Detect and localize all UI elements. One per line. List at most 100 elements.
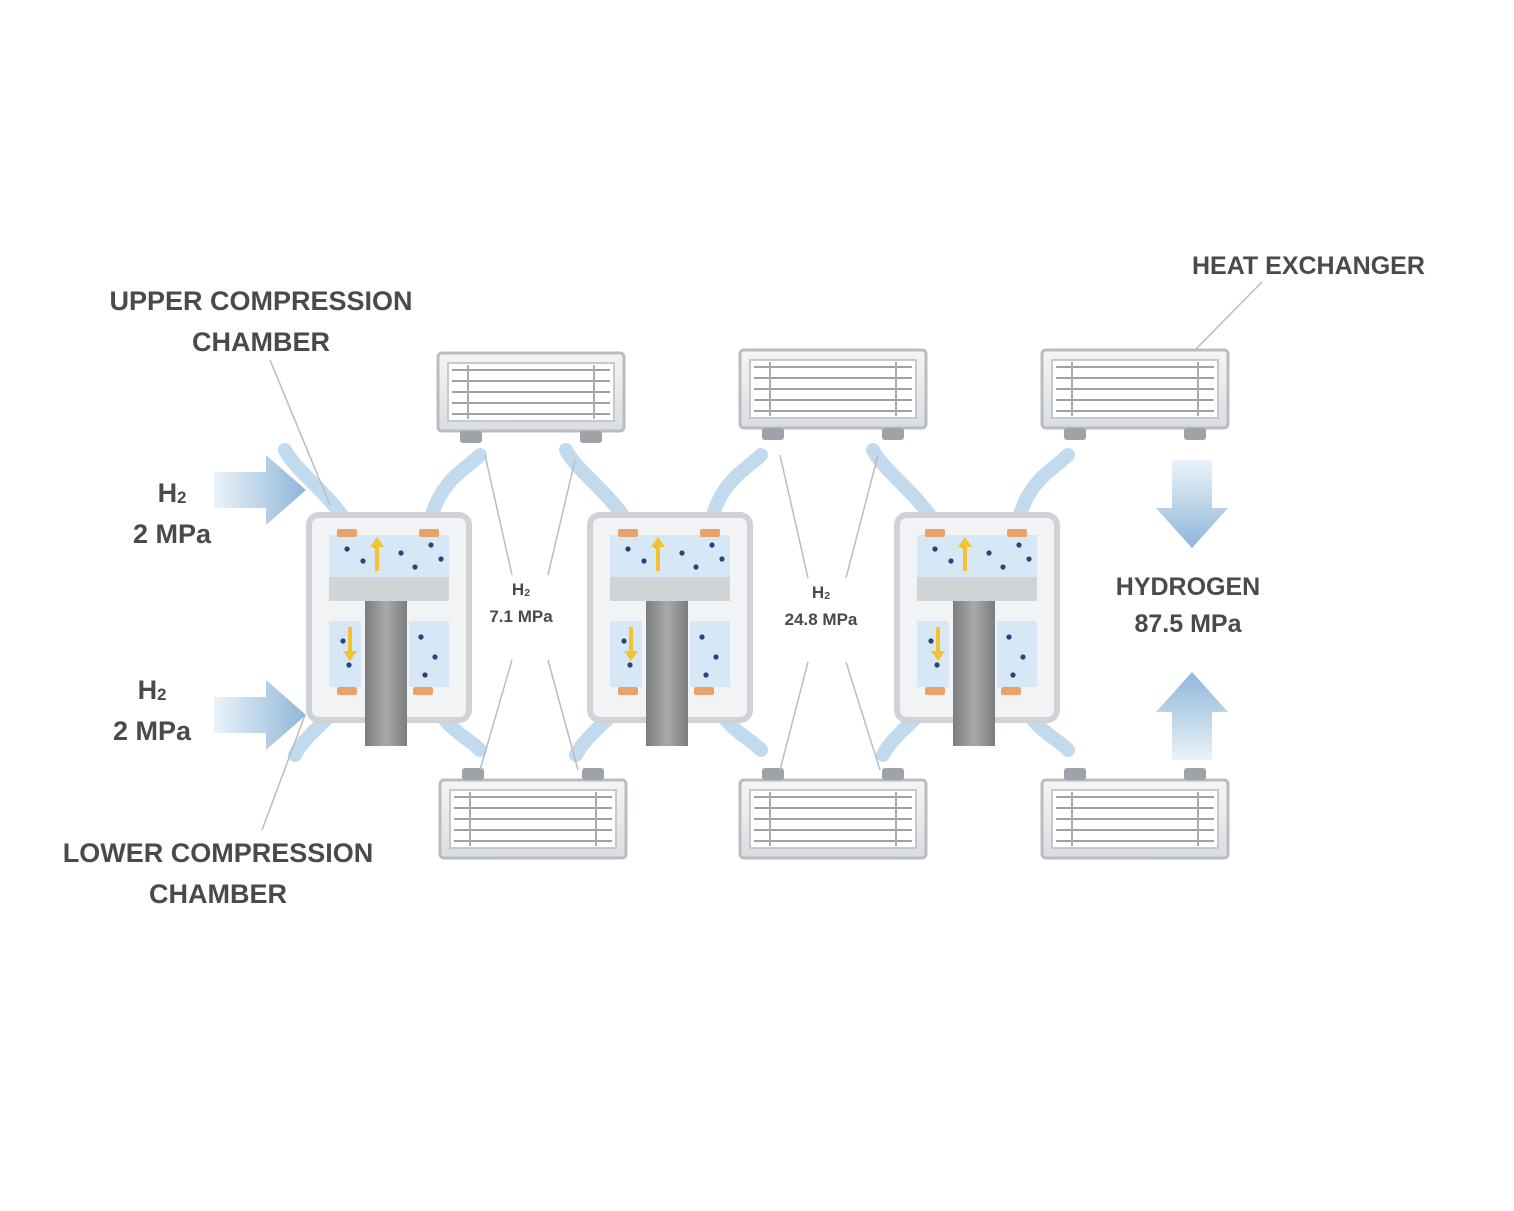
lower-chamber-label: LOWER COMPRESSION CHAMBER — [54, 840, 382, 908]
valve-seal — [925, 687, 945, 695]
heat-exchanger — [738, 768, 928, 860]
valve-seal — [337, 529, 357, 537]
molecule — [1020, 654, 1026, 660]
molecule — [412, 564, 418, 570]
stage1-gas: H2 — [511, 580, 531, 599]
heat-exchanger — [1040, 348, 1230, 440]
leader-lines — [261, 281, 1263, 831]
motion-arrow-down-head — [624, 651, 638, 661]
stage1-leader-top — [484, 454, 513, 576]
output-label: HYDROGEN 87.5 MPa — [1104, 575, 1272, 637]
port — [762, 768, 784, 780]
motion-arrow-up-head — [651, 537, 665, 547]
upper-chamber-label: UPPER COMPRESSION CHAMBER — [102, 288, 420, 356]
flow-path — [866, 443, 940, 527]
motion-arrow-up-head — [958, 537, 972, 547]
compressor-unit — [306, 512, 472, 746]
piston-rod — [646, 601, 688, 746]
molecule — [428, 542, 434, 548]
output-arrow-up — [1156, 672, 1228, 760]
valve-seal — [694, 687, 714, 695]
molecule — [1006, 634, 1012, 640]
flow-path — [1011, 448, 1075, 529]
compressors — [306, 512, 1060, 746]
stage2-label: H2 24.8 MPa — [766, 584, 876, 628]
piston-head — [917, 577, 1037, 601]
upper-chamber — [610, 535, 730, 577]
port — [882, 768, 904, 780]
port — [1064, 428, 1086, 440]
stage2-leader-top — [779, 454, 809, 579]
lower-chamber-right — [690, 621, 730, 687]
molecule — [418, 634, 424, 640]
molecule — [346, 662, 352, 668]
stage1-pressure: 7.1 MPa — [489, 607, 553, 626]
lower-chamber-right — [997, 621, 1037, 687]
inlet-upper-gas: H2 — [157, 478, 187, 508]
motion-arrow-down-head — [931, 651, 945, 661]
valve-seal — [1007, 529, 1027, 537]
heat-exchanger-leader — [1194, 281, 1263, 351]
molecule — [422, 672, 428, 678]
flow-path — [423, 448, 487, 529]
stage1-leader-bottom-2 — [547, 659, 579, 771]
molecule — [360, 558, 366, 564]
compressor-unit — [894, 512, 1060, 746]
molecule — [398, 550, 404, 556]
stage1-leader-bottom — [479, 659, 513, 771]
molecule — [641, 558, 647, 564]
lower-chamber-label-line1: LOWER COMPRESSION — [62, 838, 374, 868]
valve-seal — [419, 529, 439, 537]
upper-chamber-leader — [269, 359, 331, 506]
inlet-lower-gas: H2 — [137, 675, 167, 705]
upper-chamber — [917, 535, 1037, 577]
stage1-label: H2 7.1 MPa — [472, 581, 570, 625]
flow-path — [278, 443, 352, 527]
io-arrows — [214, 455, 1228, 760]
lower-chamber-right — [409, 621, 449, 687]
flow-path — [704, 448, 768, 529]
compressor-unit — [587, 512, 753, 746]
molecule — [621, 638, 627, 644]
port — [1184, 428, 1206, 440]
output-arrow-down — [1156, 460, 1228, 548]
molecule — [438, 556, 444, 562]
molecule — [948, 558, 954, 564]
output-pressure: 87.5 MPa — [1134, 610, 1242, 638]
molecule — [1000, 564, 1006, 570]
valve-seal — [337, 687, 357, 695]
lower-chamber-left — [610, 621, 642, 687]
stage2-gas: H2 — [811, 583, 831, 602]
inlet-upper-pressure: 2 MPa — [132, 519, 212, 549]
molecule — [934, 662, 940, 668]
port — [882, 428, 904, 440]
stage1-leader-top-2 — [547, 459, 576, 576]
inlet-arrow-lower — [214, 680, 306, 750]
molecule — [713, 654, 719, 660]
lower-chamber-label-line2: CHAMBER — [149, 879, 287, 909]
lower-chamber-left — [329, 621, 361, 687]
stage2-leader-bottom-2 — [845, 661, 881, 771]
inlet-arrow-upper — [214, 455, 306, 525]
molecule — [679, 550, 685, 556]
lower-chamber-leader — [261, 714, 306, 831]
heat-exchanger — [438, 768, 628, 860]
molecule — [719, 556, 725, 562]
molecule — [340, 638, 346, 644]
port — [580, 431, 602, 443]
molecule — [986, 550, 992, 556]
port — [460, 431, 482, 443]
heat-exchanger — [738, 348, 928, 440]
molecule — [709, 542, 715, 548]
port — [582, 768, 604, 780]
port — [1184, 768, 1206, 780]
molecule — [932, 546, 938, 552]
molecule — [699, 634, 705, 640]
piston-head — [329, 577, 449, 601]
upper-chamber-label-line1: UPPER COMPRESSION — [109, 286, 413, 316]
stage2-leader-bottom — [779, 661, 809, 771]
heat-exchanger — [436, 351, 626, 443]
heat-exchanger — [1040, 768, 1230, 860]
